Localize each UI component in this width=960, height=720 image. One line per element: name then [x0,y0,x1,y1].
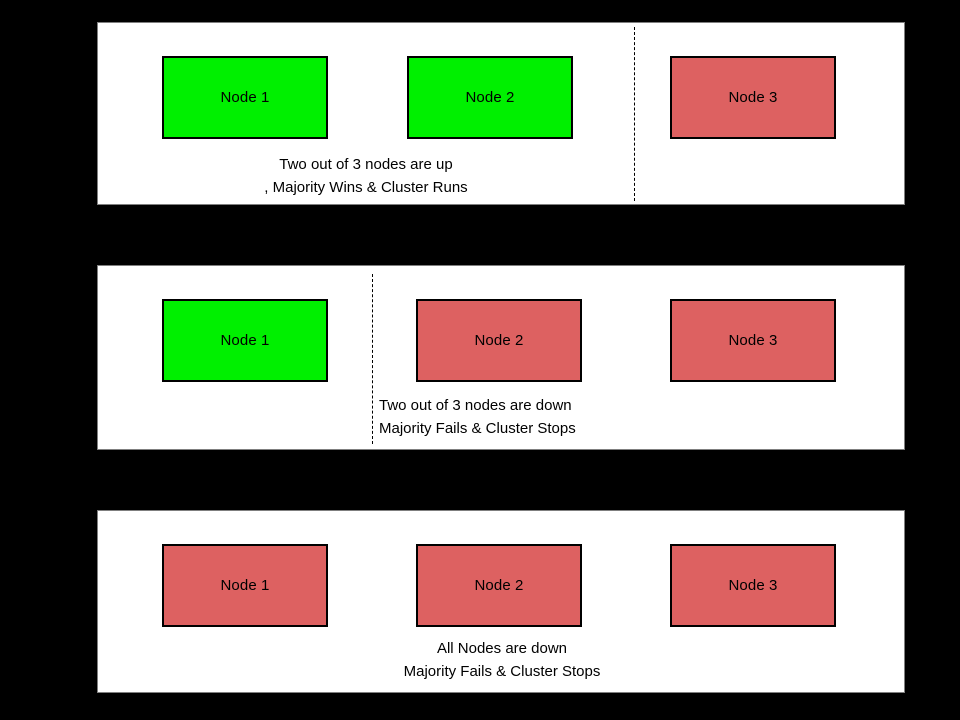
node-box-panel3-node3[interactable]: Node 3 [670,544,836,627]
panel3-caption-line1: All Nodes are down [436,640,568,657]
node-label: Node 2 [474,332,524,349]
panel1-caption-line1: Two out of 3 nodes are up [279,156,453,173]
node-box-panel2-node2[interactable]: Node 2 [416,299,582,382]
node-label: Node 2 [474,577,524,594]
panel2-caption: Two out of 3 nodes are down Majority Fai… [379,394,576,440]
node-box-panel3-node1[interactable]: Node 1 [162,544,328,627]
panel1-caption: Two out of 3 nodes are up , Majority Win… [98,153,634,199]
scenario-panel-majority-down: Node 1 Node 2 Node 3 Two out of 3 nodes … [97,265,905,450]
node-box-panel1-node2[interactable]: Node 2 [407,56,573,139]
panel3-caption: All Nodes are down Majority Fails & Clus… [98,637,906,683]
node-label: Node 1 [220,577,270,594]
scenario-panel-majority-up: Node 1 Node 2 Node 3 Two out of 3 nodes … [97,22,905,205]
node-label: Node 1 [220,89,270,106]
panel2-caption-line2: Majority Fails & Cluster Stops [379,420,576,437]
panel3-caption-line2: Majority Fails & Cluster Stops [403,663,601,680]
quorum-divider-line [634,27,635,201]
node-label: Node 3 [728,332,778,349]
node-box-panel1-node1[interactable]: Node 1 [162,56,328,139]
node-box-panel2-node3[interactable]: Node 3 [670,299,836,382]
node-label: Node 1 [220,332,270,349]
node-box-panel3-node2[interactable]: Node 2 [416,544,582,627]
node-label: Node 2 [465,89,515,106]
quorum-divider-line [372,274,373,444]
node-box-panel1-node3[interactable]: Node 3 [670,56,836,139]
node-label: Node 3 [728,577,778,594]
panel2-caption-line1: Two out of 3 nodes are down [379,397,572,414]
node-box-panel2-node1[interactable]: Node 1 [162,299,328,382]
panel1-caption-line2: , Majority Wins & Cluster Runs [264,179,468,196]
scenario-panel-all-down: Node 1 Node 2 Node 3 All Nodes are down … [97,510,905,693]
node-label: Node 3 [728,89,778,106]
